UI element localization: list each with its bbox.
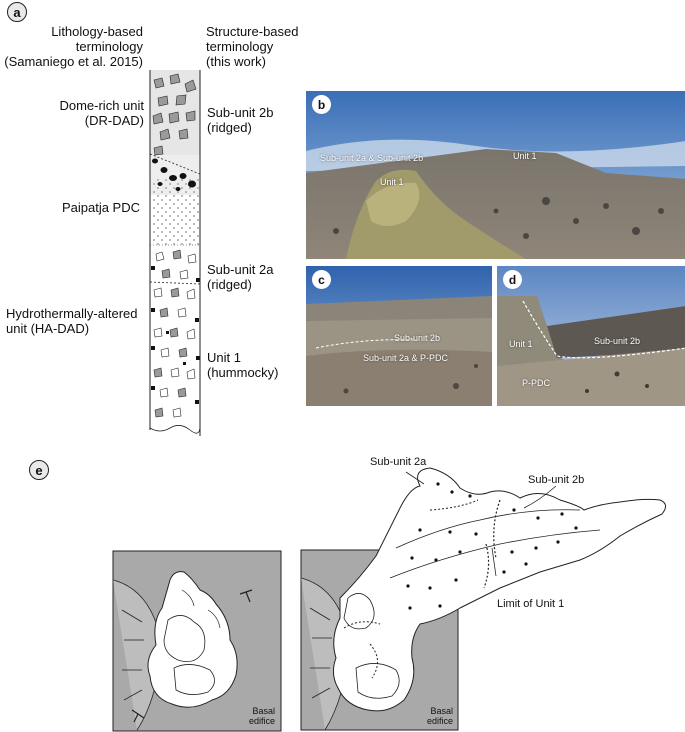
dome-rich-line-2: (DR-DAD) — [84, 113, 144, 128]
photo-b-label-sub2a-2b: Sub-unit 2a & Sub-unit 2b — [320, 153, 424, 163]
header-left-line-3: (Samaniego et al. 2015) — [4, 54, 143, 69]
label-sub2b: Sub-unit 2b (ridged) — [207, 105, 274, 135]
label-dome-rich: Dome-rich unit (DR-DAD) — [59, 98, 144, 128]
photo-d-label-unit1: Unit 1 — [509, 339, 533, 349]
label-unit1: Unit 1 (hummocky) — [207, 350, 279, 380]
map-left-basal-label: Basal edifice — [249, 706, 275, 726]
panel-d-badge: d — [503, 270, 522, 289]
label-sub2a: Sub-unit 2a (ridged) — [207, 262, 274, 292]
photo-d-label-ppdc: P-PDC — [522, 378, 551, 388]
header-right-line-3: (this work) — [206, 54, 266, 69]
sub2a-line-1: Sub-unit 2a — [207, 262, 274, 277]
hydrothermal-line-2: unit (HA-DAD) — [6, 321, 90, 336]
sub2b-line-2: (ridged) — [207, 120, 252, 135]
photo-b-label-unit1-left: Unit 1 — [380, 177, 404, 187]
ha-clasts — [153, 249, 197, 418]
photo-c-label-sub2a-ppdc: Sub-unit 2a & P-PDC — [363, 353, 449, 363]
map-label-limit-unit1: Limit of Unit 1 — [497, 598, 565, 610]
sub2a-line-2: (ridged) — [207, 277, 252, 292]
map-label-sub2a: Sub-unit 2a — [370, 456, 427, 468]
header-left-line-1: Lithology-based — [51, 24, 143, 39]
photo-b-label-unit1-right: Unit 1 — [513, 151, 537, 161]
header-left: Lithology-based terminology (Samaniego e… — [4, 24, 143, 69]
header-right: Structure-based terminology (this work) — [206, 24, 299, 69]
photo-c-label-sub2b: Sub-unit 2b — [394, 333, 441, 343]
photo-b: b Sub-unit 2a & Sub-unit 2b Unit 1 Unit … — [306, 91, 685, 259]
map-right-basal-line-1: Basal — [430, 706, 453, 716]
header-left-line-2: terminology — [75, 39, 143, 54]
panel-c-badge: c — [312, 270, 331, 289]
panel-a-badge: a — [7, 2, 27, 22]
hydrothermal-line-1: Hydrothermally-altered — [6, 306, 138, 321]
header-right-line-2: terminology — [206, 39, 274, 54]
sub2b-line-1: Sub-unit 2b — [207, 105, 274, 120]
unit1-line-1: Unit 1 — [207, 350, 241, 365]
map-right — [300, 467, 666, 731]
label-paipatja: Paipatja PDC — [61, 200, 140, 215]
map-left — [112, 550, 282, 732]
stratigraphic-column — [149, 70, 201, 436]
panel-e-badge: e — [29, 460, 49, 480]
photo-c: c Sub-unit 2b Sub-unit 2a & P-PDC — [306, 266, 492, 406]
unit1-line-2: (hummocky) — [207, 365, 279, 380]
black-blocks — [152, 158, 196, 191]
ha-black-clasts — [151, 266, 200, 404]
map-right-basal-line-2: edifice — [426, 716, 453, 726]
map-left-basal-line-2: edifice — [248, 716, 275, 726]
map-right-basal-label: Basal edifice — [427, 706, 453, 726]
photo-d-label-sub2b: Sub-unit 2b — [594, 336, 641, 346]
dome-rich-line-1: Dome-rich unit — [59, 98, 144, 113]
map-label-sub2b: Sub-unit 2b — [528, 474, 585, 486]
map-left-basal-line-1: Basal — [252, 706, 275, 716]
dome-clasts — [152, 73, 197, 156]
label-hydrothermal: Hydrothermally-altered unit (HA-DAD) — [6, 306, 138, 336]
panel-b-badge: b — [312, 95, 331, 114]
photo-d: d Unit 1 Sub-unit 2b P-PDC — [497, 266, 685, 406]
header-right-line-1: Structure-based — [206, 24, 299, 39]
